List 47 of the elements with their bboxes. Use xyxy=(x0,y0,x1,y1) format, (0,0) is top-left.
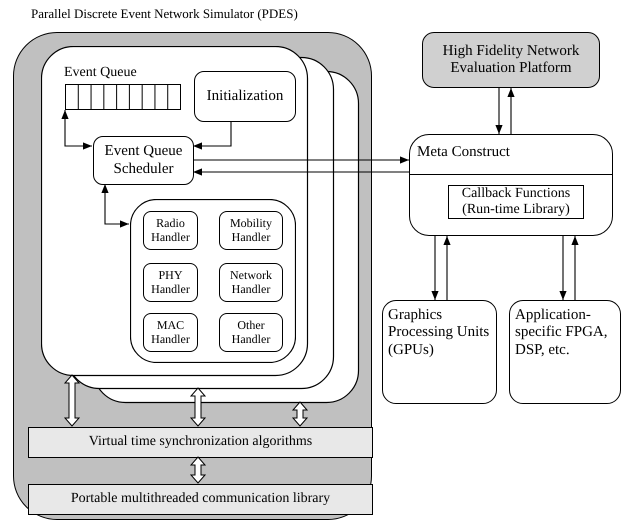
box-label: Initialization xyxy=(206,88,284,106)
hollow-double-arrow xyxy=(64,374,80,427)
box-label: Event Queue Scheduler xyxy=(104,143,184,178)
handler-label: Other Handler xyxy=(230,318,272,346)
box-label: Virtual time synchronization algorithms xyxy=(88,434,314,451)
box-label: Graphics Processing Units (GPUs) xyxy=(388,307,490,359)
box-label: Callback Functions (Run-time Library) xyxy=(460,186,572,218)
hardware-box xyxy=(382,300,497,404)
hollow-double-arrow xyxy=(190,456,206,484)
hollow-double-arrow xyxy=(190,387,206,427)
arrow xyxy=(495,88,503,134)
handler-box xyxy=(219,211,283,250)
handler-label: MAC Handler xyxy=(150,318,191,346)
arrow xyxy=(101,184,129,228)
handler-box xyxy=(219,313,283,352)
queue-label: Event Queue xyxy=(64,65,138,82)
handler-label: Radio Handler xyxy=(150,216,191,244)
arrow xyxy=(193,121,232,150)
library-box xyxy=(448,185,584,219)
hardware-box xyxy=(509,300,621,404)
arrow xyxy=(559,236,567,300)
handler-box xyxy=(143,263,198,302)
handler-box xyxy=(219,263,283,302)
handler-label: Mobility Handler xyxy=(228,216,273,244)
box-label: Application-specific FPGA, DSP, etc. xyxy=(515,307,608,359)
process-box xyxy=(93,136,194,185)
handler-box xyxy=(143,211,198,250)
box-heading: Meta Construct xyxy=(417,144,510,162)
handler-label: PHY Handler xyxy=(150,268,191,296)
arrow xyxy=(61,110,92,150)
arrow xyxy=(193,156,409,164)
box-label: High Fidelity Network Evaluation Platform xyxy=(442,42,580,78)
process-box xyxy=(194,71,296,122)
container-heading: Parallel Discrete Event Network Simulator (PDES) xyxy=(31,7,298,22)
handler-label: Network Handler xyxy=(229,268,273,296)
hollow-double-arrow xyxy=(292,401,308,427)
library-bar xyxy=(28,484,373,515)
arrow xyxy=(571,236,579,300)
box-label: Portable multithreaded communication library xyxy=(70,491,332,508)
handler-box xyxy=(143,313,198,352)
platform-box xyxy=(422,32,600,88)
arrow xyxy=(507,88,515,134)
arrow xyxy=(431,236,439,300)
construct-box xyxy=(409,134,613,236)
arrow xyxy=(193,168,409,176)
algorithm-bar xyxy=(28,427,373,458)
arrow xyxy=(443,236,451,300)
